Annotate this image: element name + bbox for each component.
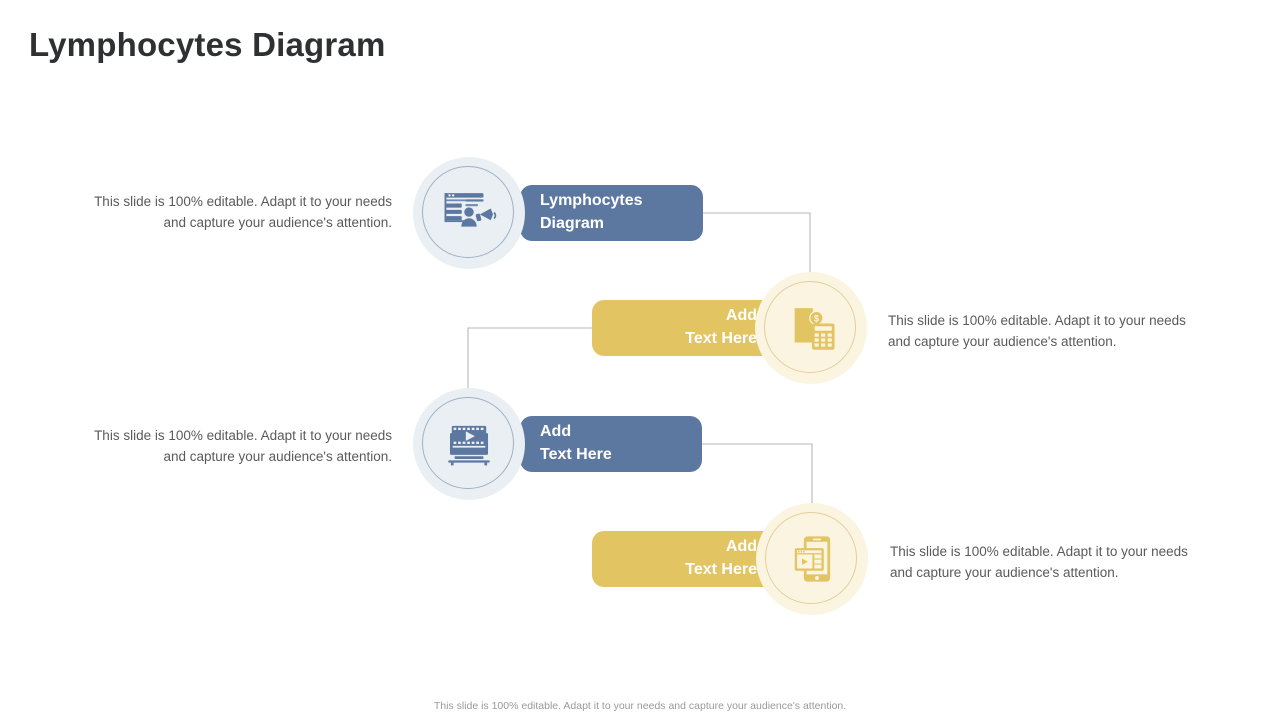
node-3-label-line1: Add <box>540 423 572 441</box>
node-1-label-line1: Lymphocytes <box>540 192 643 210</box>
page-title: Lymphocytes Diagram <box>29 26 386 63</box>
node-1-medallion[interactable] <box>413 157 525 269</box>
node-3-label-bar[interactable]: Add Text Here <box>520 416 702 472</box>
node-2-label-line2: Text Here <box>685 330 757 347</box>
node-4-medallion[interactable] <box>756 503 868 615</box>
mobile-video-player-icon <box>794 536 831 582</box>
node-3-label-line2: Text Here <box>540 446 612 463</box>
node-1-label-line2: Diagram <box>540 215 605 232</box>
node-2-label-bar[interactable]: Add Text Here <box>592 300 779 356</box>
node-4-ring <box>765 512 857 604</box>
footer-note: This slide is 100% editable. Adapt it to… <box>433 700 847 712</box>
browser-person-megaphone-icon <box>444 193 497 227</box>
node-4-label-line2: Text Here <box>685 561 757 578</box>
node-4-description: This slide is 100% editable. Adapt it to… <box>890 544 1188 580</box>
node-3-medallion[interactable] <box>413 388 525 500</box>
finance-report-calculator-icon: $ <box>794 308 835 350</box>
node-1-label-bar[interactable]: Lymphocytes Diagram <box>520 185 703 241</box>
node-2-medallion[interactable]: $ <box>755 272 867 384</box>
node-4-label-bar[interactable]: Add Text Here <box>592 531 779 587</box>
node-1-ring <box>422 166 514 258</box>
node-2-label-line1: Add <box>725 307 757 325</box>
node-2-ring <box>764 281 856 373</box>
node-3-description: This slide is 100% editable. Adapt it to… <box>94 428 392 464</box>
node-1-description: This slide is 100% editable. Adapt it to… <box>94 194 392 230</box>
video-laptop-play-icon <box>448 425 490 466</box>
node-2-description: This slide is 100% editable. Adapt it to… <box>888 313 1186 349</box>
svg-text:$: $ <box>814 314 819 324</box>
node-4-label-line1: Add <box>725 538 757 556</box>
node-3-ring <box>422 397 514 489</box>
